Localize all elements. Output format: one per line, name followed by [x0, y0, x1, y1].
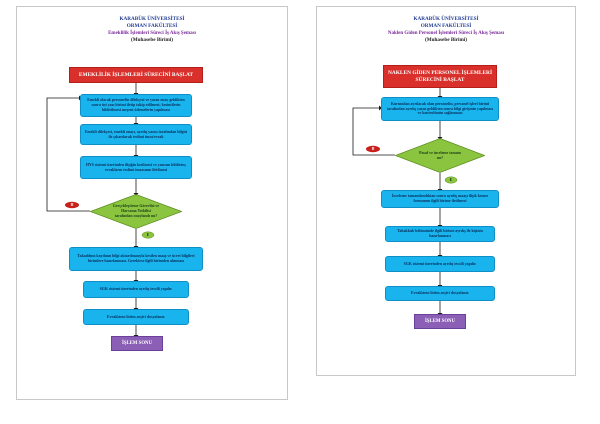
- right-no-label: H: [371, 147, 375, 151]
- left-end-box: İŞLEM SONU: [111, 336, 163, 351]
- right-step-5: Evrakların birim arşivi dosyalanır.: [385, 286, 495, 301]
- right-flow-connectors: [352, 88, 443, 316]
- left-no-label: H: [70, 203, 74, 207]
- left-header-faculty: ORMAN FAKÜLTESİ: [126, 23, 178, 29]
- left-decision-label: Gerçekleştirme Görevlisi ve Harcama Yetk…: [112, 204, 160, 218]
- left-header-university: KARABÜK ÜNİVERSİTESİ: [119, 16, 185, 22]
- right-decision-shape: [395, 138, 485, 173]
- left-page: KARABÜK ÜNİVERSİTESİ ORMAN FAKÜLTESİ Eme…: [16, 6, 288, 400]
- left-yes-label: E: [146, 233, 150, 237]
- right-page: KARABÜK ÜNİVERSİTESİ ORMAN FAKÜLTESİ Nak…: [316, 6, 576, 376]
- left-decision: Gerçekleştirme Görevlisi ve Harcama Yetk…: [90, 194, 182, 229]
- left-step-4: Takaddum kaydının bilgi aktarılmasıyla k…: [69, 247, 203, 271]
- right-yes-label: E: [449, 178, 453, 182]
- left-decision-shape: [90, 194, 182, 229]
- right-decision: Pasaf ve inceleme tamam mı?: [395, 138, 485, 173]
- right-step-1: Kurumdan ayrılacak olan personelin, pers…: [381, 97, 499, 121]
- right-step-3: Tahakkuk bölümünde ilgili birime ayrılış…: [385, 226, 495, 242]
- left-step-2: Emekli dilekçesi, emekli onayı, ayrılış …: [80, 124, 192, 145]
- left-start-box: EMEKLİLİK İŞLEMLERİ SÜRECİNİ BAŞLAT: [69, 67, 203, 83]
- right-start-box: NAKLEN GİDEN PERSONEL İŞLEMLERİ SÜRECİNİ…: [383, 65, 497, 88]
- left-step-6: Evrakların birim arşivi dosyalanır.: [83, 309, 189, 325]
- right-header-unit: (Muhasebe Birimi): [425, 37, 467, 43]
- right-header-faculty: ORMAN FAKÜLTESİ: [420, 23, 472, 29]
- left-decision-tags: [65, 201, 155, 239]
- right-header-university: KARABÜK ÜNİVERSİTESİ: [413, 16, 479, 22]
- left-step-1: Emekli olacak personelin dilekçesi ve ya…: [80, 94, 192, 117]
- right-step-4: SGK sistemi üzerinden ayrılış tescili ya…: [385, 256, 495, 272]
- right-end-box: İŞLEM SONU: [414, 314, 466, 329]
- right-header-process: Naklen Giden Personel İşlemleri Süreci İ…: [387, 31, 505, 36]
- left-step-5: SGK sistemi üzerinden ayrılış tescili ya…: [83, 281, 189, 298]
- right-step-2: İnceleme tamamlandıktan sonra ayrılış ma…: [381, 190, 499, 208]
- right-decision-tags: [366, 145, 458, 184]
- right-decision-label: Pasaf ve inceleme tamam mı?: [419, 150, 461, 160]
- left-step-3: HYS sistemi üzerinden ilişiğin kesilmesi…: [80, 156, 192, 179]
- left-header-process: Emeklilik İşlemleri Süreci İş Akış Şemas…: [108, 31, 196, 36]
- left-header-unit: (Muhasebe Birimi): [131, 37, 173, 43]
